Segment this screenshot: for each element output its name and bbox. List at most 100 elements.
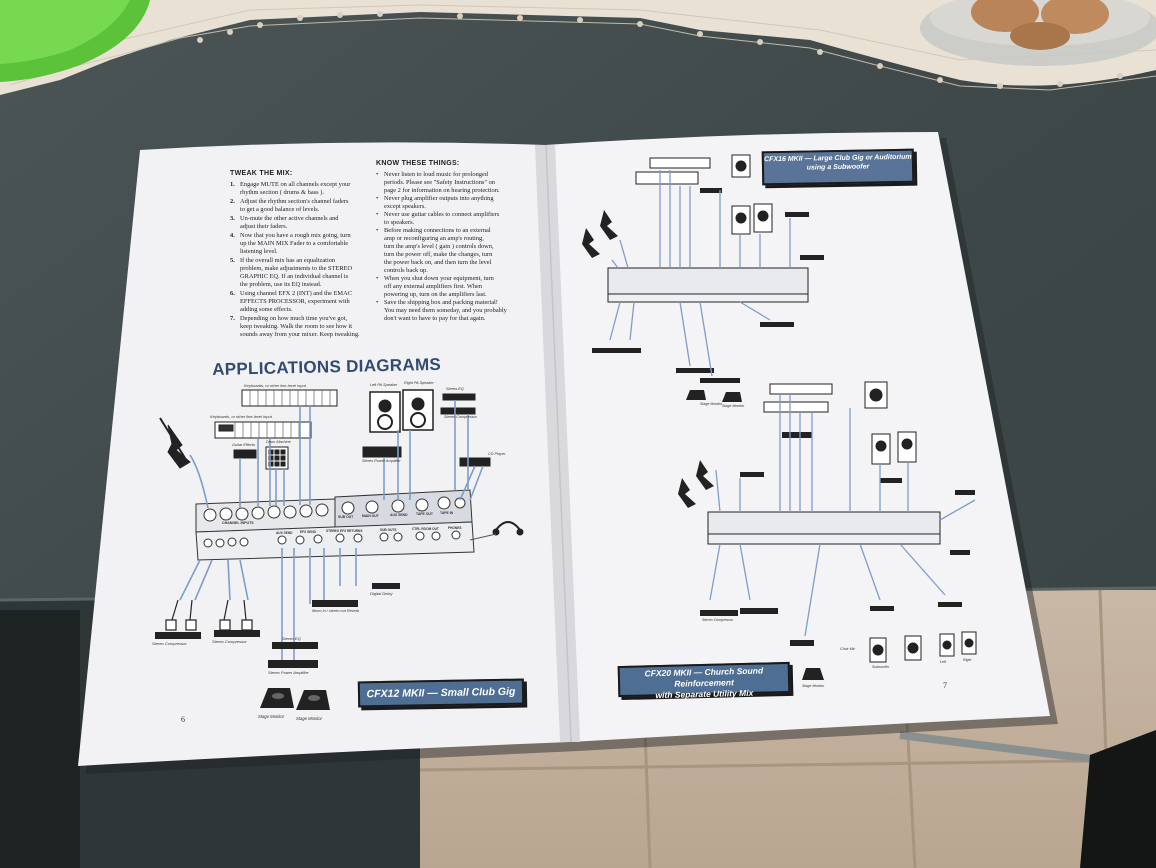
know-item-line: Never listen to loud music for prolonged — [384, 171, 489, 178]
tweak-item-line: listening level. — [240, 248, 278, 255]
know-heading: KNOW THESE THINGS: — [376, 160, 460, 167]
tweak-item-line: Now that you have a rough mix going, tur… — [240, 232, 351, 239]
label-panel-ctrl-out: CTRL ROOM OUT — [412, 527, 439, 531]
caption-cfx20: CFX20 MKII — Church Sound Reinforcement … — [617, 661, 791, 700]
know-item: • Save the shipping box and packing mater… — [376, 299, 536, 323]
tweak-item: 6. Using channel EFX 2 (INT) and the EMAC… — [230, 290, 380, 314]
know-item-line: don't want to have to pay for that again… — [384, 315, 486, 322]
bullet-icon: • — [376, 171, 379, 178]
tweak-item-line: the problem, use its EQ instead. — [240, 281, 322, 288]
keyboard-mid — [214, 421, 312, 439]
label-keys-mid: Keyboards, or other line-level input — [210, 414, 272, 419]
label-panel-aux-send2: AUX SEND — [276, 531, 293, 535]
tweak-item-number: 4. — [230, 232, 235, 239]
bullet-icon: • — [376, 299, 379, 306]
label-mono-reverb: Mono In / stereo out Reverb — [312, 609, 360, 613]
know-item-line: Before making connections to an external — [384, 227, 491, 234]
label-stage-monitor-c: Stage Monitor — [802, 684, 825, 688]
tweak-item-number: 3. — [230, 215, 235, 222]
tweak-item-line: Un-mute the other active channels and — [240, 215, 339, 222]
tweak-item-number: 6. — [230, 290, 235, 297]
caption-cfx16: CFX16 MKII — Large Club Gig or Auditoriu… — [761, 148, 915, 186]
tweak-item: 5.If the overall mix has an equalization… — [230, 257, 380, 289]
label-stage-monitor-b: Stage Monitor — [722, 404, 745, 408]
know-item: •Never plug amplifier outputs into anyth… — [376, 195, 536, 211]
tweak-item-line: sounds away from your mixer. Keep tweaki… — [240, 331, 360, 338]
label-channel-inputs: CHANNEL INPUTS — [222, 521, 254, 525]
label-monitor-right: Stage Monitor — [296, 716, 323, 721]
tweak-item-line: keep tweaking. Walk the room to see how … — [240, 323, 353, 330]
label-panel-sub-outs: SUB OUTS — [380, 528, 397, 532]
label-panel-phones: PHONES — [448, 526, 462, 530]
tweak-item: 1.Engage MUTE on all channels except you… — [230, 181, 380, 197]
keyboard-top — [241, 389, 338, 407]
tweak-item-line: adjust their faders. — [240, 223, 288, 230]
know-item-line: turn the amp's level ( gain ) controls d… — [384, 243, 494, 250]
tweak-item-line: Adjust the rhythm section's channel fade… — [240, 198, 349, 205]
tweak-item-line: rhythm section ( drums & bass ). — [240, 189, 324, 196]
tweak-item-line: up the MAIN MIX Fader to a comfortable — [240, 240, 349, 247]
bullet-icon: • — [376, 227, 379, 234]
label-stereo-comp: Stereo Compressor — [444, 415, 477, 419]
know-item-line: You may need them someday, and you proba… — [384, 307, 507, 314]
label-stereo-amp-top: Stereo Power Amplifier — [362, 459, 401, 463]
tweak-item-line: GRAPHIC EQ. If an individual channel is — [240, 273, 349, 280]
know-item: • Never listen to loud music for prolonge… — [376, 171, 536, 195]
label-panel-efx-send: EFX SEND — [300, 530, 316, 534]
know-item: •When you shut down your equipment, turn… — [376, 275, 536, 299]
know-item-line: Never plug amplifier outputs into anythi… — [384, 195, 494, 202]
know-item-line: When you shut down your equipment, turn — [384, 275, 494, 282]
label-choir-mic: Choir Mic — [840, 647, 856, 651]
tweak-item-line: problem, make adjustments to the STEREO — [240, 265, 353, 272]
tweak-item-line: If the overall mix has an equalization — [240, 257, 336, 264]
label-left-speaker: Left PA Speaker — [370, 383, 398, 387]
know-item-line: page 2 for information on hearing protec… — [384, 187, 500, 194]
tweak-heading: TWEAK THE MIX: — [230, 170, 293, 177]
label-guitar-effects: Guitar Effects — [232, 443, 256, 447]
tweak-item-line: adding some effects. — [240, 306, 293, 313]
know-item-line: except speakers. — [384, 203, 426, 210]
know-item-line: to speakers. — [384, 219, 415, 226]
tweak-item-line: EFFECTS PROCESSOR, experiment with — [240, 298, 350, 305]
label-drum-machine: Drum Machine — [266, 440, 291, 444]
know-item-line: turn the power off, make the changes, tu… — [384, 251, 493, 258]
label-cd-player: CD Player — [488, 452, 506, 456]
know-item-line: controls back up. — [384, 267, 428, 274]
know-item-line: off any external amplifiers first. When — [384, 283, 483, 290]
tweak-item: 2.Adjust the rhythm section's channel fa… — [230, 198, 380, 214]
tweak-list: 1.Engage MUTE on all channels except you… — [230, 181, 380, 340]
tweak-item-line: Engage MUTE on all channels except your — [240, 181, 351, 188]
label-stereo-eq-top: Stereo EQ — [446, 387, 464, 391]
label-panel-sub-out: SUB OUT — [338, 515, 354, 519]
label-digital-delay: Digital Delay — [370, 591, 393, 596]
tweak-item-line: Using channel EFX 2 (INT) and the EMAC — [240, 290, 352, 297]
label-stage-left: Left — [940, 660, 946, 664]
label-stereo-eq-bottom: Stereo EQ — [282, 636, 301, 641]
tweak-item-line: to get a good balance of levels. — [240, 206, 320, 213]
label-panel-tape-in: TAPE IN — [440, 511, 454, 515]
label-right-speaker: Right PA Speaker — [404, 381, 434, 385]
tweak-item-line: Depending on how much time you've got, — [240, 315, 348, 322]
label-panel-tape-out: TAPE OUT — [416, 512, 433, 516]
know-item-line: periods. Please see "Safety Instructions… — [384, 179, 495, 186]
know-item: • Before making connections to an externa… — [376, 227, 536, 275]
label-monitor-left: Stage Monitor — [258, 714, 285, 719]
label-panel-aux-send: AUX SEND — [390, 513, 408, 517]
know-item-line: Never use guitar cables to connect ampli… — [384, 211, 500, 218]
label-stage-right: Right — [963, 658, 972, 662]
label-stereo-comp-right: Stereo Compressor — [212, 639, 247, 644]
bullet-icon: • — [376, 211, 379, 218]
tweak-item: 7. Depending on how much time you've got,… — [230, 315, 380, 339]
page-number-left: 6 — [181, 715, 185, 724]
know-item-line: amp or reconfiguring an amp's routing, — [384, 235, 484, 242]
know-item-line: the power back on, and then turn the lev… — [384, 259, 492, 266]
know-item-line: Save the shipping box and packing materi… — [384, 299, 498, 306]
label-stereo-comp-left: Stereo Compressor — [152, 641, 187, 646]
label-stereo-comp-right-page: Stereo Compressor — [702, 618, 734, 622]
tweak-item-number: 7. — [230, 315, 235, 322]
know-list: • Never listen to loud music for prolonge… — [376, 171, 536, 323]
